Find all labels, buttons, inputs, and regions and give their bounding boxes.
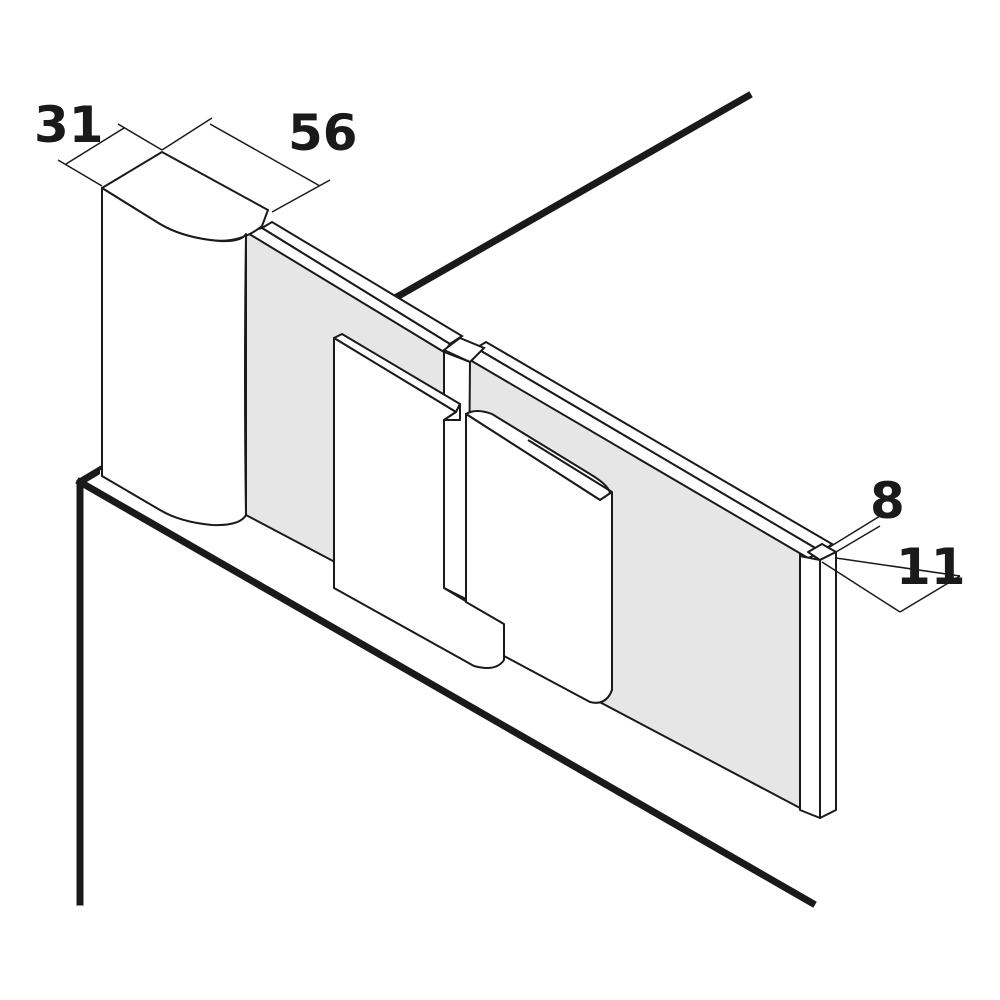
dim-56-ext-b [271, 179, 331, 213]
top-rail [243, 220, 834, 560]
wall-top-edge [390, 91, 753, 303]
dim-31-ext-b [117, 123, 163, 151]
wall-mount-block [101, 151, 269, 527]
left-hinge-plate [333, 333, 505, 669]
dim-31-line [65, 127, 125, 165]
dim-56-ext-a [161, 117, 213, 151]
wall-outline [75, 91, 817, 908]
right-end-post [799, 543, 837, 819]
dim-label-31: 31 [34, 96, 104, 154]
right-plate-top [465, 410, 611, 501]
dim-8-ext [827, 515, 881, 549]
dim-label-11: 11 [896, 538, 966, 596]
dim-11-ext-b [821, 561, 901, 613]
dim-11-line [899, 575, 961, 613]
ledge [100, 470, 808, 880]
dim-11-ext-a [835, 557, 961, 577]
left-plate-face [333, 337, 505, 669]
right-plate-face [465, 413, 613, 704]
dim-label-56: 56 [288, 104, 358, 162]
dimension-lines [57, 117, 961, 613]
left-plate-side [443, 403, 461, 421]
wall-corner-edge [76, 465, 105, 906]
wall-bottom-edge [75, 477, 817, 908]
end-post-side [819, 551, 837, 819]
dim-8-line [835, 525, 881, 553]
dim-56-line [209, 123, 321, 187]
dim-31-ext-a [57, 159, 103, 187]
wall-mount-curve [244, 233, 247, 516]
right-hinge-plate [465, 410, 613, 704]
dim-label-8: 8 [870, 472, 905, 530]
ledge-face [100, 470, 808, 880]
end-post-face [799, 555, 821, 819]
right-plate-back [527, 439, 613, 493]
